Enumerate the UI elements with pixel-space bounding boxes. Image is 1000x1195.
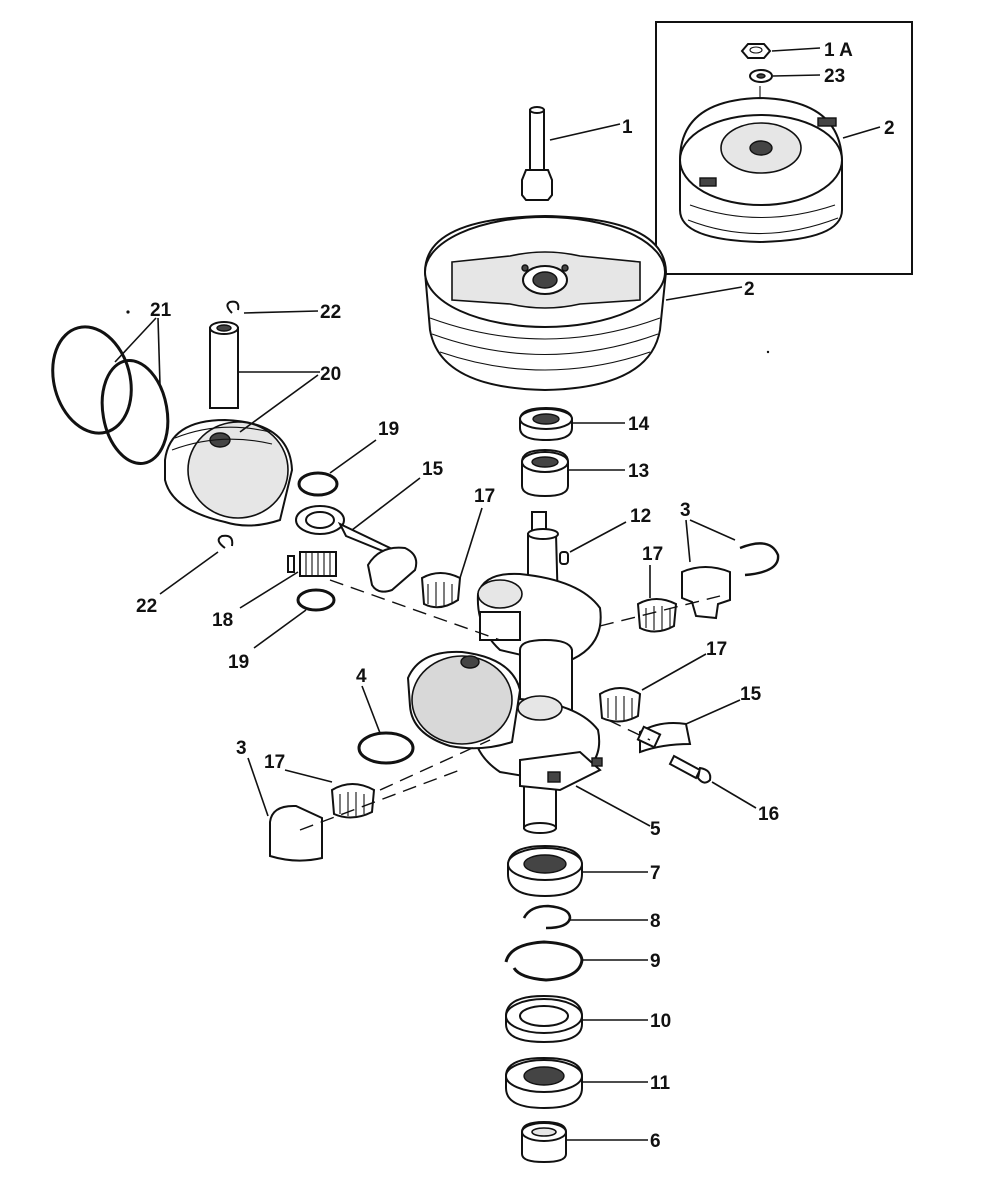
callout-9: 9 <box>650 951 661 972</box>
scan-speck <box>766 350 770 354</box>
retaining-ring-large: 9 <box>504 940 661 982</box>
rod-cap-right: 3 <box>680 500 780 620</box>
callout-17-middle: 17 <box>706 639 727 660</box>
piston-pin-lock-ring-upper: 22 <box>226 300 341 323</box>
callout-7: 7 <box>650 863 661 884</box>
spacer-washer: 10 <box>505 994 671 1044</box>
rod-bearing-middle: 17 <box>598 639 727 723</box>
callout-10: 10 <box>650 1011 671 1032</box>
rod-bearing-left: 17 <box>264 752 376 819</box>
thrust-washer-lower: 19 <box>228 588 336 673</box>
callout-11: 11 <box>650 1073 671 1094</box>
rod-cap-bolt: 16 <box>636 725 779 825</box>
piston-pin-lock-ring-lower: 22 <box>136 534 234 617</box>
wrist-pin-needle-bearing: 18 <box>212 551 337 631</box>
lower-oil-seal: 11 <box>505 1056 671 1110</box>
rod-cap-left: 3 <box>236 738 323 862</box>
callout-16: 16 <box>758 804 779 825</box>
rod-bearing-right: 17 <box>636 544 678 633</box>
callout-22-top: 22 <box>320 302 341 323</box>
crankshaft: 5 <box>406 511 661 840</box>
callout-8: 8 <box>650 911 661 932</box>
callout-6: 6 <box>650 1131 661 1152</box>
rod-cap-lower-right: 15 <box>639 684 762 754</box>
callout-19-top: 19 <box>378 419 399 440</box>
callout-2-inset: 2 <box>884 118 895 139</box>
callout-18: 18 <box>212 610 233 631</box>
piston: 20 <box>164 364 341 527</box>
callout-4: 4 <box>356 666 367 687</box>
callout-23: 23 <box>824 66 845 87</box>
callout-21: 21 <box>150 300 172 321</box>
callout-17-left: 17 <box>264 752 285 773</box>
inset-washer <box>749 69 773 83</box>
callout-13: 13 <box>628 461 649 482</box>
assembly-guide-lines <box>299 579 721 831</box>
callout-12: 12 <box>630 506 651 527</box>
inset-flywheel <box>679 96 843 244</box>
callout-3-left: 3 <box>236 738 247 759</box>
retaining-ring-small: 8 <box>522 904 661 932</box>
scan-speck <box>126 310 130 314</box>
crankshaft-seal-ring: 4 <box>356 666 415 765</box>
callout-15-top: 15 <box>422 459 444 480</box>
piston-rings: 21 <box>51 300 172 466</box>
connecting-rod: 15 <box>295 459 444 593</box>
upper-needle-bearing: 13 <box>521 448 649 498</box>
rod-bearing-upper: 17 <box>420 486 495 609</box>
upper-seal: 14 <box>519 406 650 442</box>
callout-22-bottom: 22 <box>136 596 157 617</box>
callout-1a: 1 A <box>824 40 853 61</box>
callout-15-right: 15 <box>740 684 762 705</box>
woodruff-key: 12 <box>559 506 651 565</box>
callout-3-right: 3 <box>680 500 691 521</box>
callout-20: 20 <box>320 364 341 385</box>
flywheel-bolt: 1 <box>521 106 633 201</box>
inset-flywheel-detail: 1 A 23 2 <box>655 21 913 275</box>
callout-14: 14 <box>628 414 650 435</box>
inset-nut <box>740 43 772 59</box>
callout-2: 2 <box>744 279 755 300</box>
flywheel: 2 <box>423 214 755 392</box>
ball-bearing: 7 <box>507 844 661 898</box>
callout-17-right: 17 <box>642 544 663 565</box>
callout-19-bottom: 19 <box>228 652 249 673</box>
thrust-washer-upper: 19 <box>297 419 399 497</box>
callout-1: 1 <box>622 117 633 138</box>
lower-sleeve-bearing: 6 <box>521 1120 661 1164</box>
callout-17-top: 17 <box>474 486 495 507</box>
callout-5: 5 <box>650 819 661 840</box>
piston-pin <box>209 321 239 409</box>
